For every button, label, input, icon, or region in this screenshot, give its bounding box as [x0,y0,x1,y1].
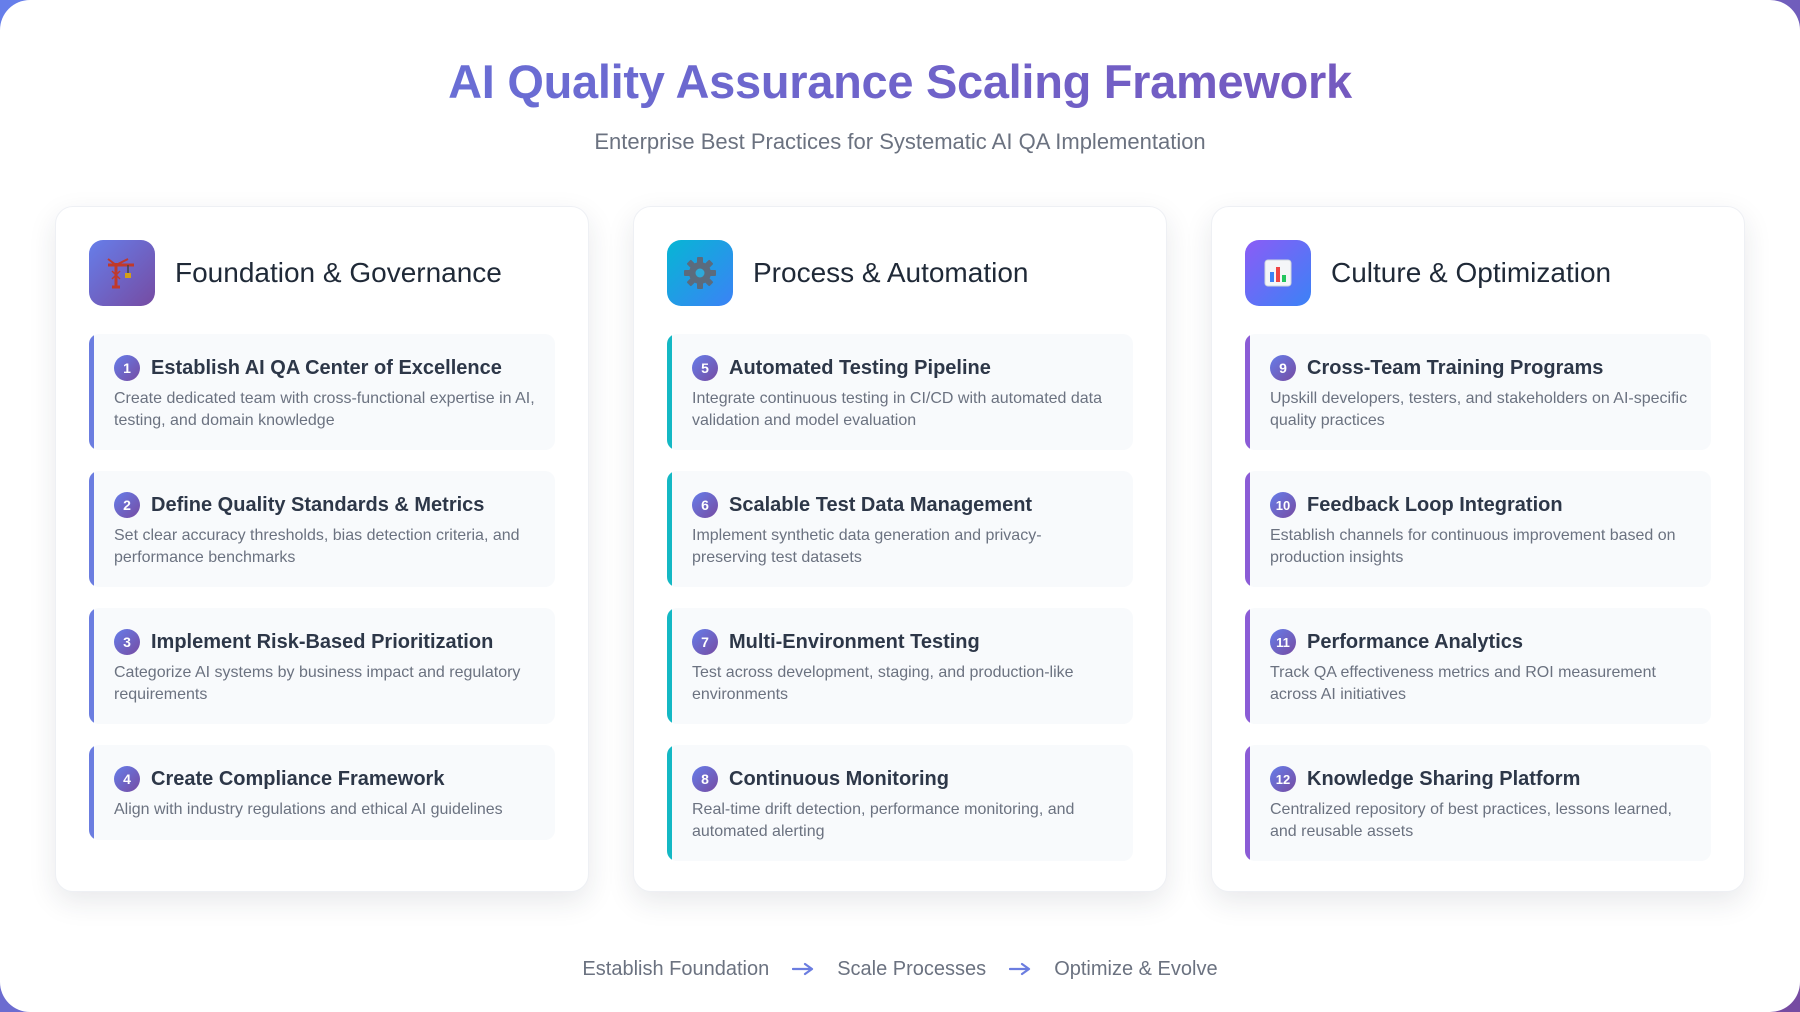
column-foundation-governance: Foundation & Governance 1 Establish AI Q… [55,206,589,892]
item-title: Multi-Environment Testing [729,631,980,653]
item-title: Scalable Test Data Management [729,494,1033,516]
item-title: Define Quality Standards & Metrics [151,494,485,516]
item-title: Continuous Monitoring [729,768,949,790]
item-description: Establish channels for continuous improv… [1270,527,1676,566]
list-item: 11 Performance Analytics Track QA effect… [1245,608,1711,724]
column-header: Foundation & Governance [89,240,555,306]
arrow-right-icon [1009,962,1031,976]
header: AI Quality Assurance Scaling Framework E… [0,52,1800,156]
bar-chart-icon [1245,240,1311,306]
page-subtitle: Enterprise Best Practices for Systematic… [594,129,1206,154]
step-number-badge: 4 [114,766,140,792]
progression-footer: Establish Foundation Scale Processes Opt… [0,954,1800,984]
item-description: Set clear accuracy thresholds, bias dete… [114,527,520,566]
crane-icon [89,240,155,306]
item-description: Categorize AI systems by business impact… [114,664,521,703]
list-item: 7 Multi-Environment Testing Test across … [667,608,1133,724]
step-number-badge: 5 [692,355,718,381]
step-number-badge: 8 [692,766,718,792]
list-item: 12 Knowledge Sharing Platform Centralize… [1245,745,1711,861]
step-number-badge: 6 [692,492,718,518]
item-description: Implement synthetic data generation and … [692,527,1042,566]
footer-step: Scale Processes [837,957,987,980]
list-item: 8 Continuous Monitoring Real-time drift … [667,745,1133,861]
step-number-badge: 9 [1270,355,1296,381]
column-title: Process & Automation [753,257,1029,288]
item-title: Implement Risk-Based Prioritization [151,631,494,653]
column-process-automation: Process & Automation 5 Automated Testing… [633,206,1167,892]
item-description: Centralized repository of best practices… [1270,801,1672,840]
step-number-badge: 2 [114,492,140,518]
footer-step: Establish Foundation [582,957,770,980]
item-description: Integrate continuous testing in CI/CD wi… [692,390,1103,429]
column-header: Process & Automation [667,240,1133,306]
list-item: 1 Establish AI QA Center of Excellence C… [89,334,555,450]
list-item: 4 Create Compliance Framework Align with… [89,745,555,840]
framework-columns: Foundation & Governance 1 Establish AI Q… [55,206,1745,892]
step-number-badge: 7 [692,629,718,655]
list-item: 3 Implement Risk-Based Prioritization Ca… [89,608,555,724]
item-description: Align with industry regulations and ethi… [114,801,503,818]
item-description: Create dedicated team with cross-functio… [114,390,535,429]
step-number-badge: 11 [1270,629,1296,655]
item-title: Feedback Loop Integration [1307,494,1563,516]
item-title: Automated Testing Pipeline [729,357,991,379]
step-number-badge: 10 [1270,492,1296,518]
gear-icon [667,240,733,306]
list-item: 10 Feedback Loop Integration Establish c… [1245,471,1711,587]
item-description: Upskill developers, testers, and stakeho… [1270,390,1688,429]
column-header: Culture & Optimization [1245,240,1711,306]
page-title: AI Quality Assurance Scaling Framework [0,52,1800,112]
column-title: Culture & Optimization [1331,257,1612,288]
footer-step: Optimize & Evolve [1054,957,1218,980]
step-number-badge: 1 [114,355,140,381]
arrow-right-icon [792,962,814,976]
item-description: Test across development, staging, and pr… [692,664,1074,703]
list-item: 6 Scalable Test Data Management Implemen… [667,471,1133,587]
item-title: Cross-Team Training Programs [1307,357,1604,379]
item-description: Track QA effectiveness metrics and ROI m… [1270,664,1656,703]
item-description: Real-time drift detection, performance m… [692,801,1075,840]
item-title: Create Compliance Framework [151,768,445,790]
item-title: Establish AI QA Center of Excellence [151,357,502,379]
list-item: 2 Define Quality Standards & Metrics Set… [89,471,555,587]
item-title: Performance Analytics [1307,631,1524,653]
step-number-badge: 12 [1270,766,1296,792]
column-culture-optimization: Culture & Optimization 9 Cross-Team Trai… [1211,206,1745,892]
item-title: Knowledge Sharing Platform [1307,768,1581,790]
list-item: 5 Automated Testing Pipeline Integrate c… [667,334,1133,450]
step-number-badge: 3 [114,629,140,655]
column-title: Foundation & Governance [175,257,502,288]
list-item: 9 Cross-Team Training Programs Upskill d… [1245,334,1711,450]
